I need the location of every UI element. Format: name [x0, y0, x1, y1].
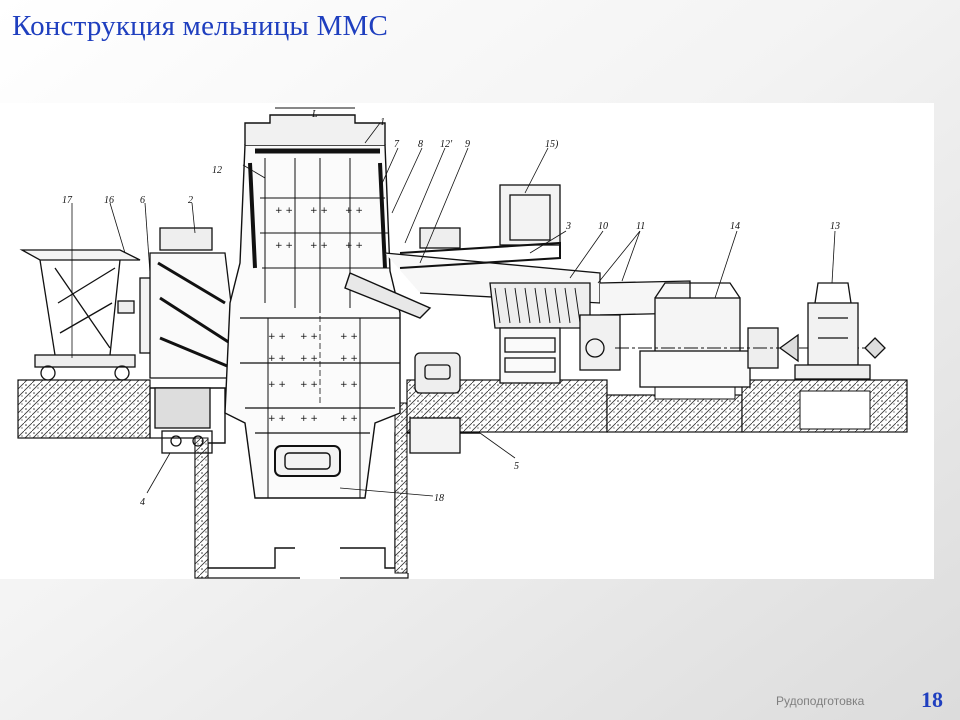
callout-2: 2 — [188, 195, 193, 206]
motor-13 — [778, 282, 886, 380]
mill-schematic: + ++ ++ + + ++ ++ + + ++ ++ + + ++ ++ + … — [17, 107, 908, 579]
svg-text:+ +: + + — [340, 332, 358, 342]
callout-1: 1 — [380, 117, 385, 128]
callout-L: L — [311, 109, 318, 120]
svg-text:+ +: + + — [300, 354, 318, 364]
callout-labels: L 1 7 8 12' 9 15) 12 17 16 6 2 3 10 11 1… — [62, 109, 840, 508]
svg-text:+ +: + + — [340, 354, 358, 364]
feed-trunnion — [139, 227, 241, 454]
svg-text:+ +: + + — [345, 206, 363, 216]
callout-6: 6 — [140, 195, 145, 206]
mill-drum — [224, 107, 432, 499]
svg-text:+ +: + + — [345, 241, 363, 251]
mill-drawing: + ++ ++ + + ++ ++ + + ++ ++ + + ++ ++ + … — [0, 103, 934, 579]
callout-3: 3 — [565, 221, 571, 232]
reducer-14 — [615, 282, 880, 388]
svg-text:+ +: + + — [268, 354, 286, 364]
foundation — [17, 379, 908, 579]
svg-text:+ +: + + — [300, 414, 318, 424]
callout-14: 14 — [730, 221, 740, 232]
callout-8: 8 — [418, 139, 423, 150]
svg-text:+ +: + + — [268, 414, 286, 424]
callout-17: 17 — [62, 195, 73, 206]
callout-5: 5 — [514, 461, 519, 472]
drive-gear — [384, 184, 691, 454]
callout-4: 4 — [140, 497, 145, 508]
svg-text:+ +: + + — [340, 414, 358, 424]
page-number: 18 — [921, 687, 943, 712]
svg-text:+ +: + + — [275, 241, 293, 251]
svg-text:+ +: + + — [275, 206, 293, 216]
svg-text:+ +: + + — [340, 380, 358, 390]
callout-7: 7 — [394, 139, 400, 150]
svg-text:+ +: + + — [310, 206, 328, 216]
slide-title: Конструкция мельницы ММС — [12, 10, 389, 42]
callout-15: 15) — [545, 139, 559, 150]
callout-12: 12 — [212, 165, 222, 176]
callout-9: 9 — [465, 139, 470, 150]
callout-16: 16 — [104, 195, 114, 206]
svg-text:+ +: + + — [268, 332, 286, 342]
callout-13: 13 — [830, 221, 840, 232]
svg-text:+ +: + + — [300, 332, 318, 342]
drum-bolts: + ++ ++ + + ++ ++ + + ++ ++ + + ++ ++ + … — [268, 206, 363, 424]
callout-leaders — [71, 122, 836, 497]
svg-text:+ +: + + — [268, 380, 286, 390]
svg-text:+ +: + + — [300, 380, 318, 390]
svg-text:+ +: + + — [310, 241, 328, 251]
feeder-frame — [19, 249, 141, 381]
callout-10: 10 — [598, 221, 608, 232]
footer-label: Рудоподготовка — [776, 694, 865, 708]
callout-11: 11 — [636, 221, 645, 232]
callout-18: 18 — [434, 493, 444, 504]
callout-12-prime: 12' — [440, 139, 453, 150]
